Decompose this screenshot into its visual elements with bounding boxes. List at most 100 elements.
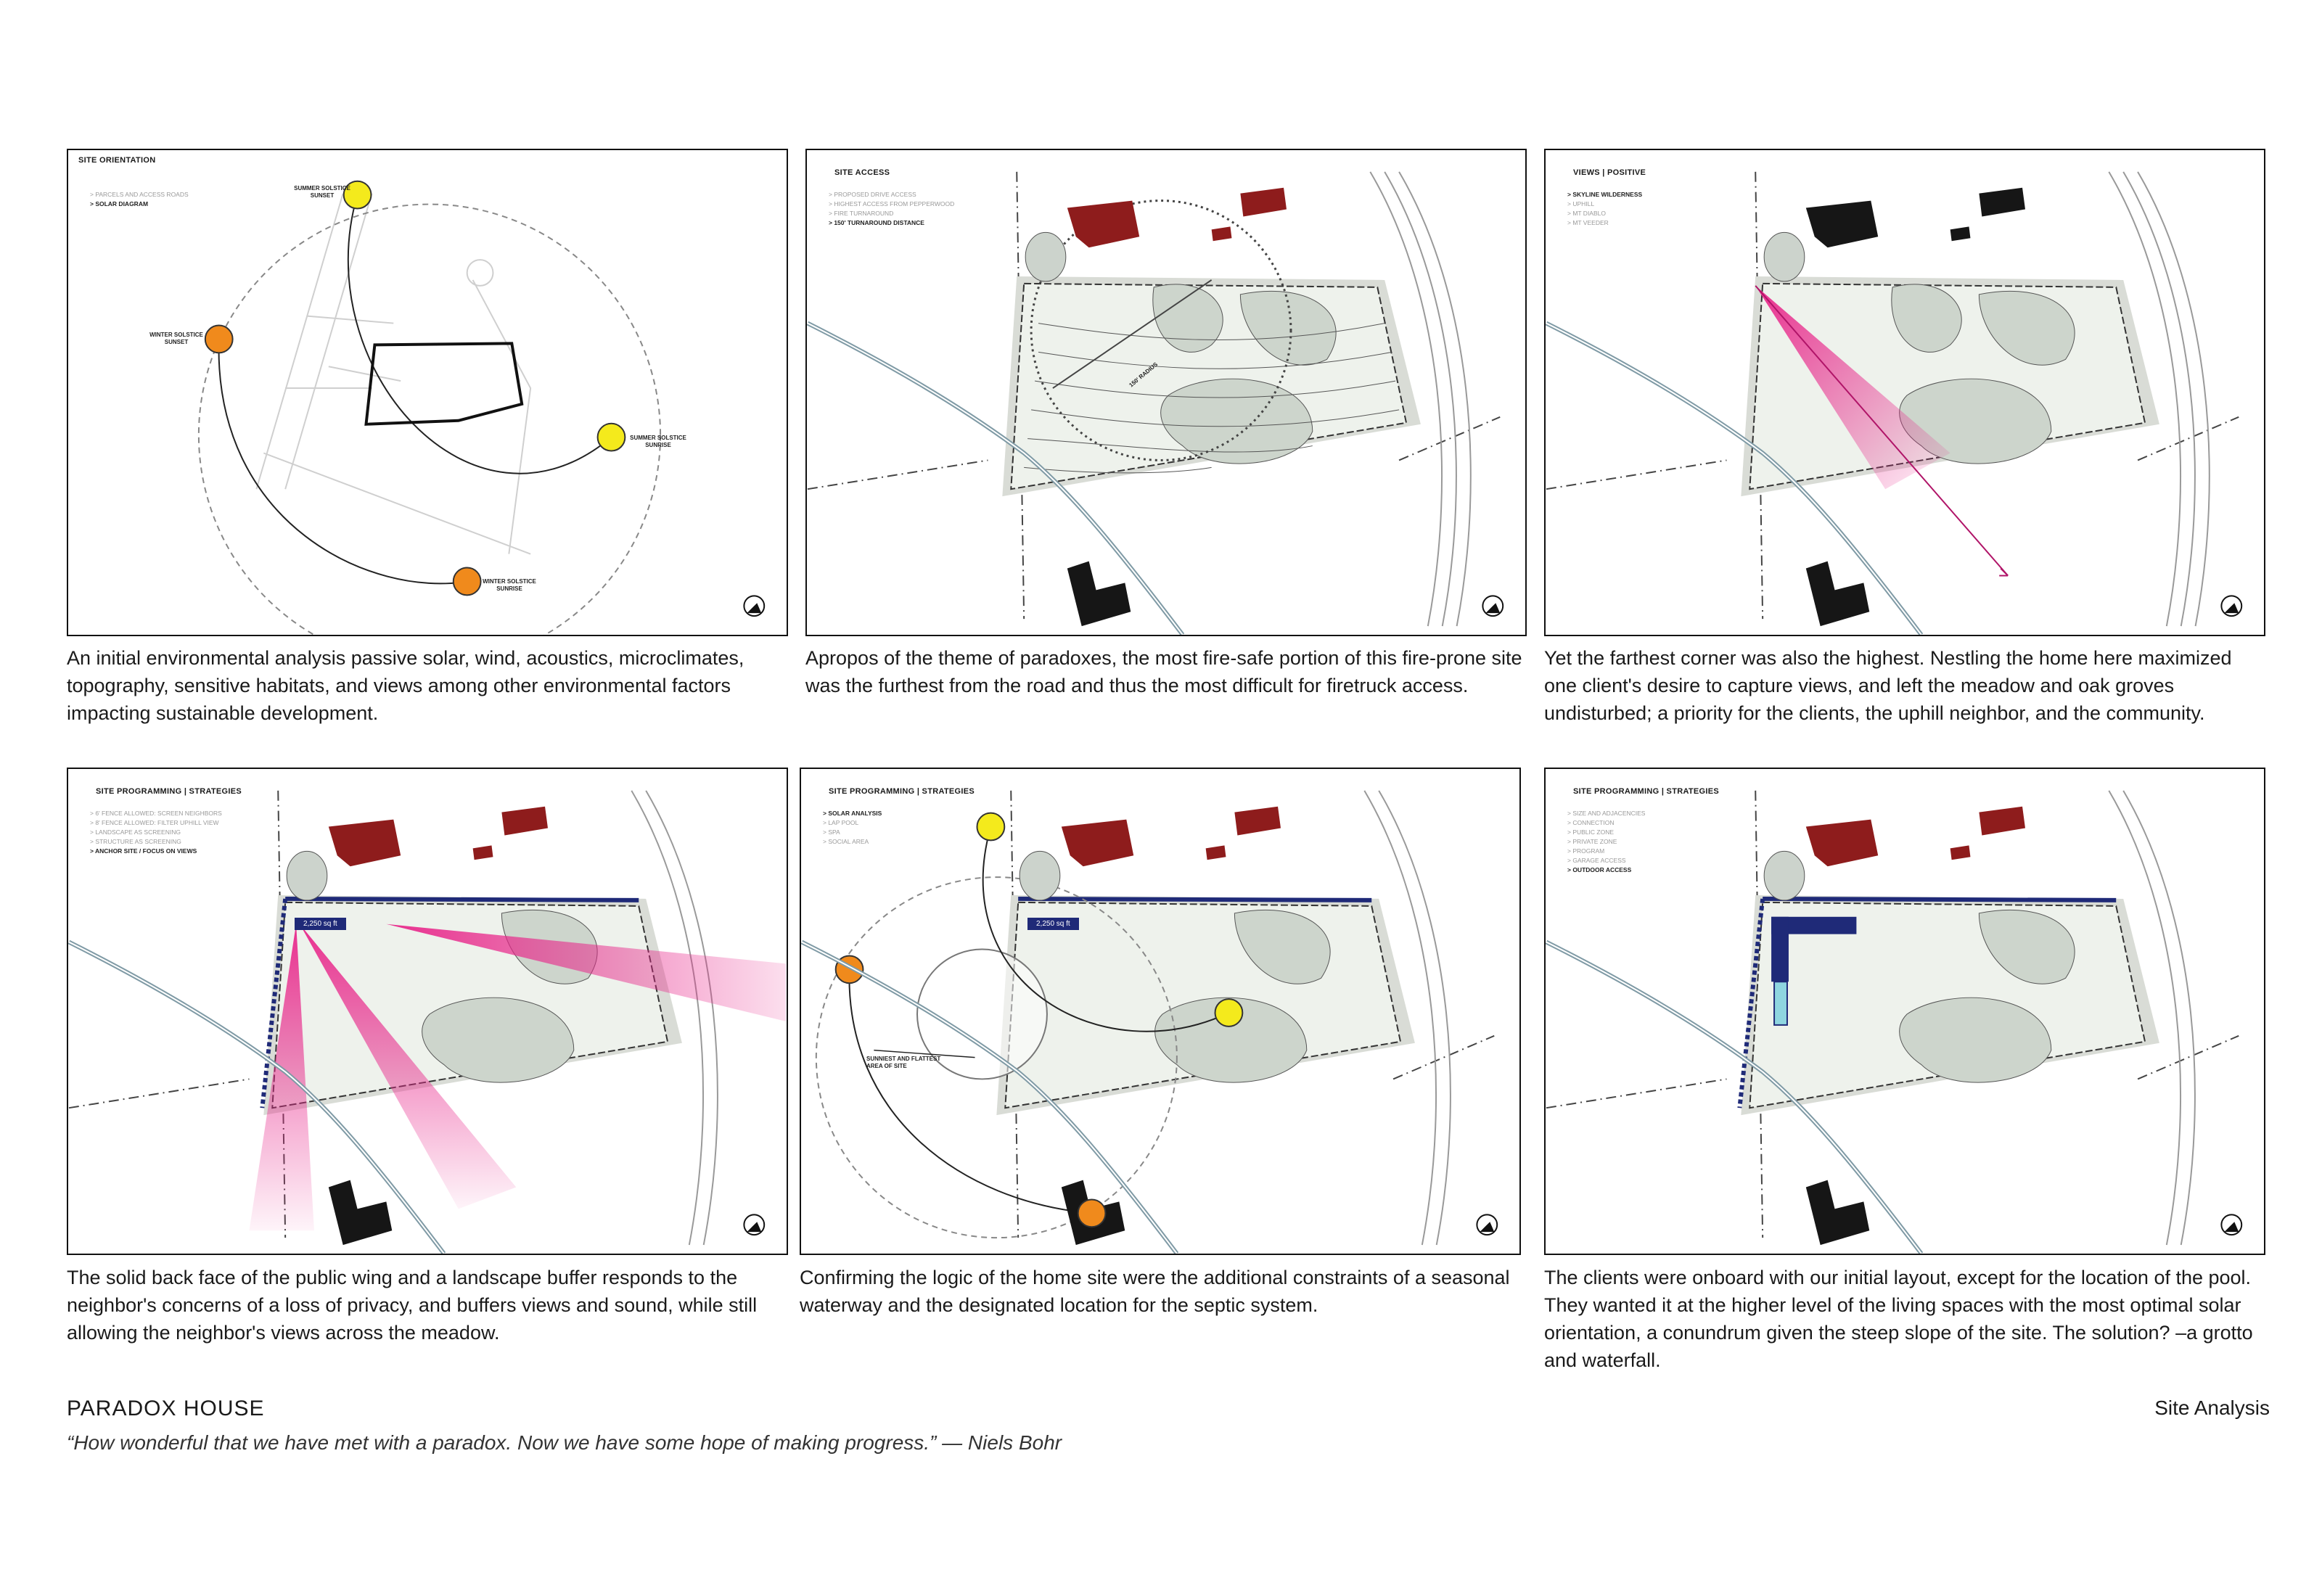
caption-layout: The clients were onboard with our initia… <box>1544 1267 2253 1371</box>
sun-summer-sunrise <box>1214 998 1244 1027</box>
screening-diagram <box>68 790 787 1254</box>
panel-title: SITE ACCESS <box>834 168 890 177</box>
legend-item: > PARCELS AND ACCESS ROADS <box>90 191 189 198</box>
caption-views-positive: Yet the farthest corner was also the hig… <box>1544 647 2232 724</box>
house-footprint <box>1805 561 1870 627</box>
panel-title: SITE PROGRAMMING | STRATEGIES <box>829 787 975 796</box>
sun-winter-sunrise <box>452 567 482 596</box>
area-label: 2,250 sq ft <box>1027 918 1079 930</box>
legend-item: > FIRE TURNAROUND <box>829 210 894 217</box>
legend-item: > PUBLIC ZONE <box>1567 828 1615 836</box>
pool <box>1773 981 1788 1026</box>
fence-line <box>1737 898 1765 1108</box>
legend: > SKYLINE WILDERNESS > UPHILL > MT DIABL… <box>1567 190 1642 228</box>
house-wing <box>1771 916 1789 982</box>
fence-line <box>1763 896 2117 902</box>
legend-item: > PROPOSED DRIVE ACCESS <box>829 191 916 198</box>
panel-site-access: SITE ACCESS > PROPOSED DRIVE ACCESS > HI… <box>805 149 1527 636</box>
fence-line <box>260 898 288 1108</box>
neighbor-buildings <box>1067 187 1287 248</box>
caption-solar: Confirming the logic of the home site we… <box>800 1267 1510 1316</box>
panel-site-orientation: SITE ORIENTATION > PARCELS AND ACCESS RO… <box>67 149 788 636</box>
fence-line <box>285 896 639 902</box>
legend: > SIZE AND ADJACENCIES > CONNECTION > PU… <box>1567 809 1645 875</box>
legend-item: > 8' FENCE ALLOWED: FILTER UPHILL VIEW <box>90 819 219 826</box>
summer-solstice-arc <box>982 826 1229 1032</box>
neighbor-buildings <box>1061 806 1281 867</box>
panel-title: SITE PROGRAMMING | STRATEGIES <box>96 787 242 796</box>
legend-item: > SIZE AND ADJACENCIES <box>1567 810 1646 817</box>
view-cone <box>249 924 314 1231</box>
legend-item-active: > SOLAR ANALYSIS <box>823 810 882 817</box>
legend: > PROPOSED DRIVE ACCESS > HIGHEST ACCESS… <box>829 190 954 228</box>
fence-line <box>1018 896 1372 902</box>
legend-item: > UPHILL <box>1567 200 1595 207</box>
legend-item: > HIGHEST ACCESS FROM PEPPERWOOD <box>829 200 955 207</box>
caption-screening: The solid back face of the public wing a… <box>67 1267 758 1344</box>
legend-item: > LANDSCAPE AS SCREENING <box>90 828 181 836</box>
winter-solstice-arc <box>218 339 467 585</box>
legend-item: > LAP POOL <box>823 819 859 826</box>
neighbor-buildings <box>1805 806 2026 867</box>
panel-views-positive: VIEWS | POSITIVE > SKYLINE WILDERNESS > … <box>1544 149 2265 636</box>
sun-summer-sunset <box>342 180 372 210</box>
north-arrow-icon <box>2220 595 2243 617</box>
legend-item-active: > OUTDOOR ACCESS <box>1567 866 1632 873</box>
panel-title: VIEWS | POSITIVE <box>1573 168 1646 177</box>
neighbor-buildings <box>1805 187 2026 248</box>
legend-item-active: > SKYLINE WILDERNESS <box>1567 191 1643 198</box>
legend-item: > MT DIABLO <box>1567 210 1606 217</box>
area-label: 2,250 sq ft <box>295 918 346 930</box>
turnaround-radius <box>1030 200 1292 461</box>
sun-path-circle <box>815 876 1178 1239</box>
label-summer-sunrise: SUMMER SOLSTICE SUNRISE <box>630 435 686 448</box>
turnaround-pad <box>1025 231 1067 282</box>
caption-site-access: Apropos of the theme of paradoxes, the m… <box>805 647 1522 696</box>
winter-solstice-arc <box>848 969 1092 1214</box>
site-note: SUNNIEST AND FLATTEST AREA OF SITE <box>866 1056 941 1069</box>
site-parcel <box>364 342 524 426</box>
north-arrow-icon <box>743 595 766 617</box>
house-plan <box>1771 916 1857 934</box>
view-cone <box>300 924 517 1209</box>
legend: > 6' FENCE ALLOWED: SCREEN NEIGHBORS > 8… <box>90 809 222 856</box>
view-cone <box>1755 285 1950 490</box>
sun-winter-sunrise <box>1077 1198 1107 1228</box>
panel-title: SITE ORIENTATION <box>78 156 156 165</box>
solar-analysis-diagram <box>801 790 1498 1254</box>
views-diagram <box>1546 171 2243 635</box>
legend-item-active: > 150' TURNAROUND DISTANCE <box>829 219 924 226</box>
sun-summer-sunrise <box>596 422 626 452</box>
legend-item: > PRIVATE ZONE <box>1567 838 1617 845</box>
label-summer-sunset: SUMMER SOLSTICE SUNSET <box>294 185 350 199</box>
project-title: PARADOX HOUSE <box>67 1396 265 1420</box>
solar-diagram <box>197 180 766 635</box>
neighbor-buildings <box>328 806 549 867</box>
oak-groves <box>1899 910 2075 1083</box>
north-arrow-icon <box>2220 1214 2243 1236</box>
label-winter-sunrise: WINTER SOLSTICE SUNRISE <box>483 578 536 592</box>
legend-item: > CONNECTION <box>1567 819 1615 826</box>
sun-summer <box>976 812 1006 842</box>
north-arrow-icon <box>743 1214 766 1236</box>
legend-item: > GARAGE ACCESS <box>1567 857 1626 864</box>
north-arrow-icon <box>1482 595 1504 617</box>
panel-site-programming-solar: SITE PROGRAMMING | STRATEGIES > SOLAR AN… <box>800 768 1521 1255</box>
layout-diagram <box>1546 790 2243 1254</box>
panel-title: SITE PROGRAMMING | STRATEGIES <box>1573 787 1720 796</box>
legend-item: > SPA <box>823 828 840 836</box>
site-access-diagram <box>807 171 1504 635</box>
oak-groves <box>1154 910 1331 1083</box>
sun-winter-sunset <box>204 324 234 354</box>
caption-site-orientation: An initial environmental analysis passiv… <box>67 647 744 724</box>
sunniest-area <box>916 948 1048 1080</box>
label-winter-sunset: WINTER SOLSTICE SUNSET <box>149 332 203 345</box>
north-arrow-icon <box>1476 1214 1498 1236</box>
oak-groves <box>1152 284 1337 464</box>
legend: > SOLAR ANALYSIS > LAP POOL > SPA > SOCI… <box>823 809 882 847</box>
legend-item: > 6' FENCE ALLOWED: SCREEN NEIGHBORS <box>90 810 222 817</box>
legend: > PARCELS AND ACCESS ROADS > SOLAR DIAGR… <box>90 190 189 209</box>
panel-site-programming-layout: SITE PROGRAMMING | STRATEGIES > SIZE AND… <box>1544 768 2265 1255</box>
project-quote: “How wonderful that we have met with a p… <box>67 1431 1062 1454</box>
legend-item: > MT VEEDER <box>1567 219 1609 226</box>
